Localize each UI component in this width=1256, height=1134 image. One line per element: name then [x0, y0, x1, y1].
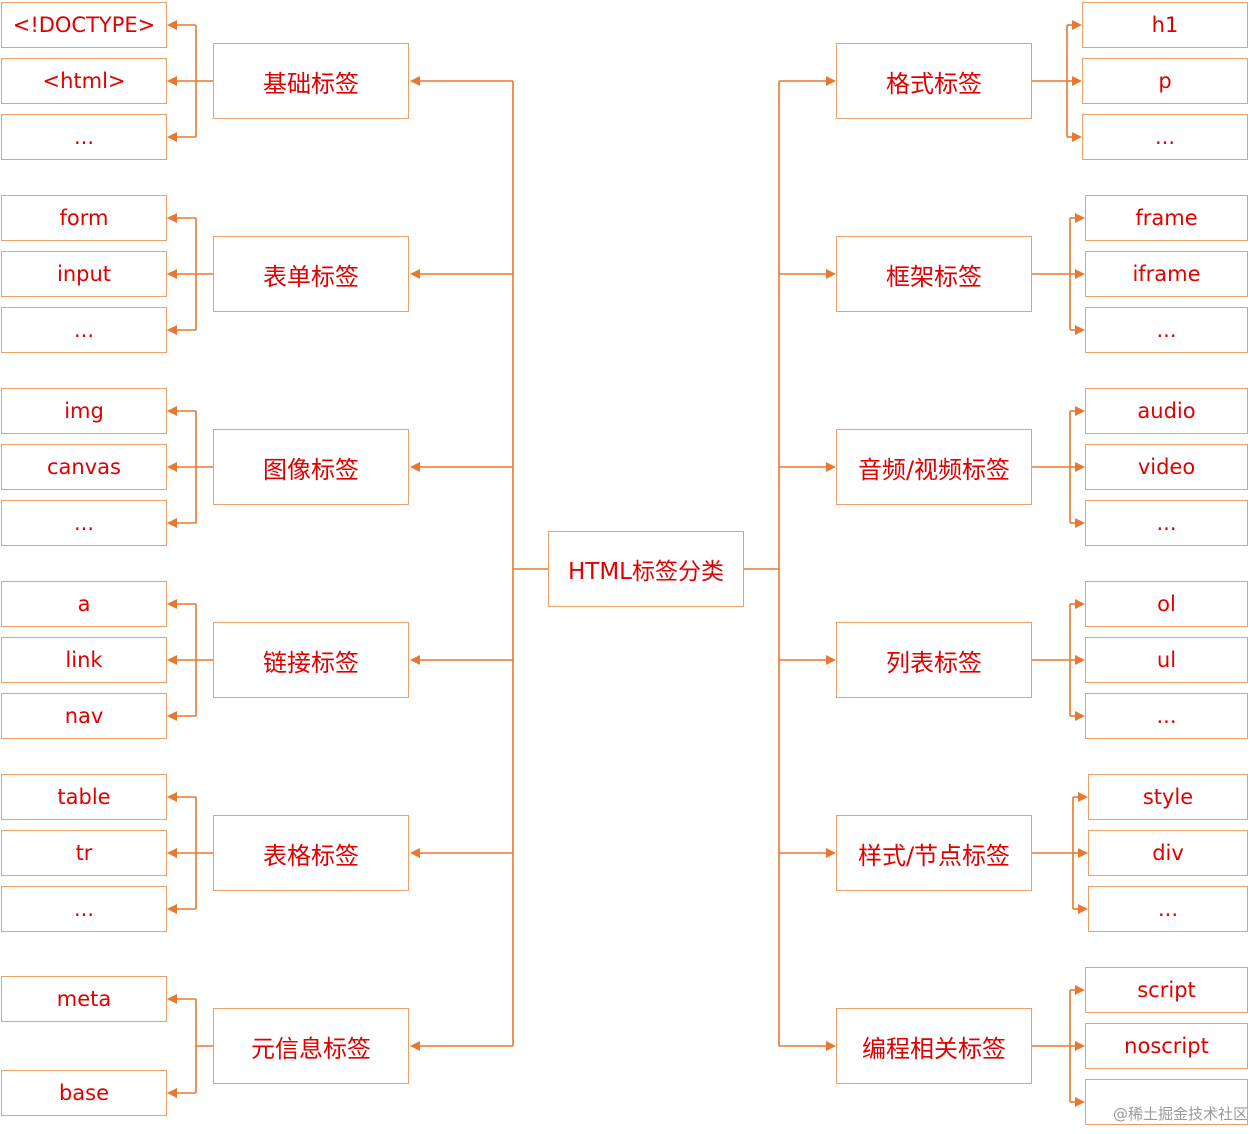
arrowhead	[167, 76, 177, 86]
leaf-node-left: a	[1, 581, 167, 627]
category-node-right: 音频/视频标签	[836, 429, 1032, 505]
leaf-node-left: nav	[1, 693, 167, 739]
leaf-node-right: audio	[1085, 388, 1248, 434]
arrowhead	[1075, 1097, 1085, 1107]
category-node-left: 元信息标签	[213, 1008, 409, 1084]
arrowhead	[167, 848, 177, 858]
arrowhead	[826, 1041, 836, 1051]
leaf-node-right: video	[1085, 444, 1248, 490]
leaf-node-right: iframe	[1085, 251, 1248, 297]
leaf-node-left: ...	[1, 114, 167, 160]
root-node: HTML标签分类	[548, 531, 744, 607]
leaf-node-left: ...	[1, 886, 167, 932]
arrowhead	[410, 1041, 420, 1051]
arrowhead	[1075, 462, 1085, 472]
category-node-left: 表单标签	[213, 236, 409, 312]
arrowhead	[1075, 406, 1085, 416]
leaf-node-right: frame	[1085, 195, 1248, 241]
leaf-node-left: ...	[1, 500, 167, 546]
arrowhead	[1075, 1041, 1085, 1051]
arrowhead	[826, 655, 836, 665]
arrowhead	[167, 599, 177, 609]
leaf-node-right: ...	[1085, 693, 1248, 739]
arrowhead	[1075, 269, 1085, 279]
category-node-left: 表格标签	[213, 815, 409, 891]
category-node-right: 样式/节点标签	[836, 815, 1032, 891]
leaf-node-right: style	[1088, 774, 1248, 820]
arrowhead	[167, 655, 177, 665]
category-node-right: 编程相关标签	[836, 1008, 1032, 1084]
leaf-node-left: link	[1, 637, 167, 683]
leaf-node-left: meta	[1, 976, 167, 1022]
leaf-node-right: noscript	[1085, 1023, 1248, 1069]
leaf-node-right: p	[1082, 58, 1248, 104]
arrowhead	[826, 76, 836, 86]
leaf-node-right: div	[1088, 830, 1248, 876]
leaf-node-left: <!DOCTYPE>	[1, 2, 167, 48]
arrowhead	[410, 655, 420, 665]
arrowhead	[1075, 213, 1085, 223]
leaf-node-left: <html>	[1, 58, 167, 104]
leaf-node-left: table	[1, 774, 167, 820]
category-node-right: 格式标签	[836, 43, 1032, 119]
leaf-node-left: input	[1, 251, 167, 297]
arrowhead	[167, 269, 177, 279]
arrowhead	[167, 711, 177, 721]
arrowhead	[167, 904, 177, 914]
leaf-node-right: script	[1085, 967, 1248, 1013]
leaf-node-left: base	[1, 1070, 167, 1116]
arrowhead	[1072, 20, 1082, 30]
arrowhead	[167, 518, 177, 528]
leaf-node-right: ul	[1085, 637, 1248, 683]
arrowhead	[167, 462, 177, 472]
leaf-node-left: tr	[1, 830, 167, 876]
arrowhead	[826, 269, 836, 279]
arrowhead	[1075, 985, 1085, 995]
category-node-left: 基础标签	[213, 43, 409, 119]
arrowhead	[1072, 132, 1082, 142]
arrowhead	[167, 1088, 177, 1098]
arrowhead	[410, 462, 420, 472]
arrowhead	[1078, 792, 1088, 802]
arrowhead	[410, 269, 420, 279]
arrowhead	[1078, 848, 1088, 858]
arrowhead	[1072, 76, 1082, 86]
leaf-node-right: ...	[1082, 114, 1248, 160]
arrowhead	[167, 792, 177, 802]
leaf-node-left: canvas	[1, 444, 167, 490]
category-node-right: 框架标签	[836, 236, 1032, 312]
category-node-left: 图像标签	[213, 429, 409, 505]
arrowhead	[826, 848, 836, 858]
arrowhead	[1075, 518, 1085, 528]
leaf-node-right: ...	[1085, 307, 1248, 353]
arrowhead	[410, 76, 420, 86]
arrowhead	[1075, 325, 1085, 335]
arrowhead	[1075, 655, 1085, 665]
arrowhead	[167, 406, 177, 416]
leaf-node-right: h1	[1082, 2, 1248, 48]
arrowhead	[167, 132, 177, 142]
arrowhead	[826, 462, 836, 472]
category-node-left: 链接标签	[213, 622, 409, 698]
leaf-node-right	[1085, 1079, 1248, 1125]
leaf-node-left: form	[1, 195, 167, 241]
arrowhead	[167, 20, 177, 30]
leaf-node-right: ...	[1085, 500, 1248, 546]
arrowhead	[167, 213, 177, 223]
arrowhead	[1075, 599, 1085, 609]
arrowhead	[1078, 904, 1088, 914]
leaf-node-right: ol	[1085, 581, 1248, 627]
arrowhead	[167, 325, 177, 335]
watermark-text: @稀土掘金技术社区	[1112, 1105, 1248, 1123]
arrowhead	[410, 848, 420, 858]
arrowhead	[167, 994, 177, 1004]
category-node-right: 列表标签	[836, 622, 1032, 698]
leaf-node-left: ...	[1, 307, 167, 353]
leaf-node-right: ...	[1088, 886, 1248, 932]
leaf-node-left: img	[1, 388, 167, 434]
arrowhead	[1075, 711, 1085, 721]
